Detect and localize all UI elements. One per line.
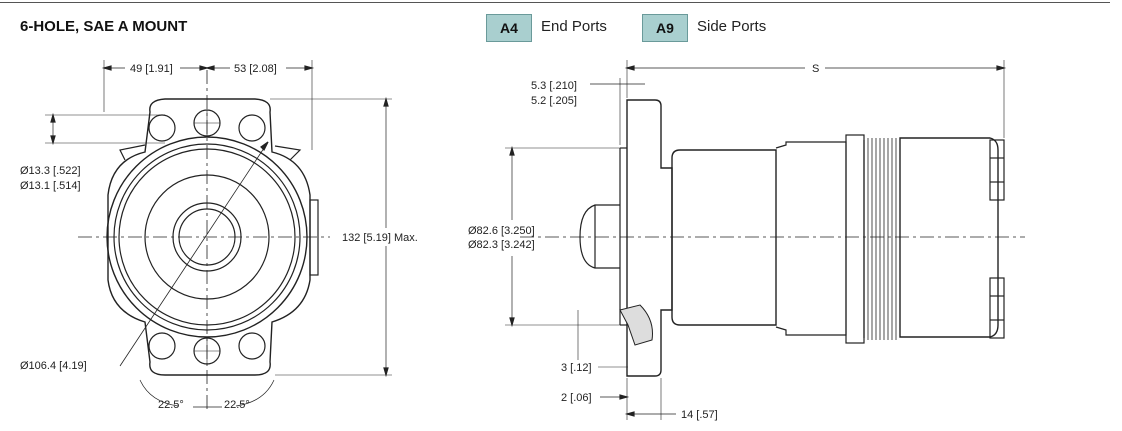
dim-2-label: 2 [.06] xyxy=(561,392,592,404)
bolt-circle-label: Ø106.4 [4.19] xyxy=(20,360,87,372)
hole-dia-label-2: Ø13.1 [.514] xyxy=(20,180,81,192)
height-label: 132 [5.19] Max. xyxy=(342,232,418,244)
pilot-dia-label-2: Ø82.3 [3.242] xyxy=(468,239,535,251)
overall-length-label: S xyxy=(812,63,819,75)
dim-3-label: 3 [.12] xyxy=(561,362,592,374)
hole-dia-label-1: Ø13.3 [.522] xyxy=(20,165,81,177)
side-view xyxy=(505,60,1025,420)
angle-right-label: 22.5° xyxy=(224,399,250,411)
option-code-a4: A4 xyxy=(486,14,532,42)
option-label-end-ports: End Ports xyxy=(541,18,607,35)
page-title: 6-HOLE, SAE A MOUNT xyxy=(20,18,188,35)
dim-14-label: 14 [.57] xyxy=(681,409,718,421)
option-code-a9: A9 xyxy=(642,14,688,42)
header-rule xyxy=(0,2,1110,3)
dim-right-label: 53 [2.08] xyxy=(234,63,277,75)
dim-left-label: 49 [1.91] xyxy=(130,63,173,75)
flange-label-1: 5.3 [.210] xyxy=(531,80,577,92)
angle-left-label: 22.5° xyxy=(158,399,184,411)
option-label-side-ports: Side Ports xyxy=(697,18,767,35)
pilot-dia-label-1: Ø82.6 [3.250] xyxy=(468,225,535,237)
flange-label-2: 5.2 [.205] xyxy=(531,95,577,107)
front-view xyxy=(45,60,392,410)
